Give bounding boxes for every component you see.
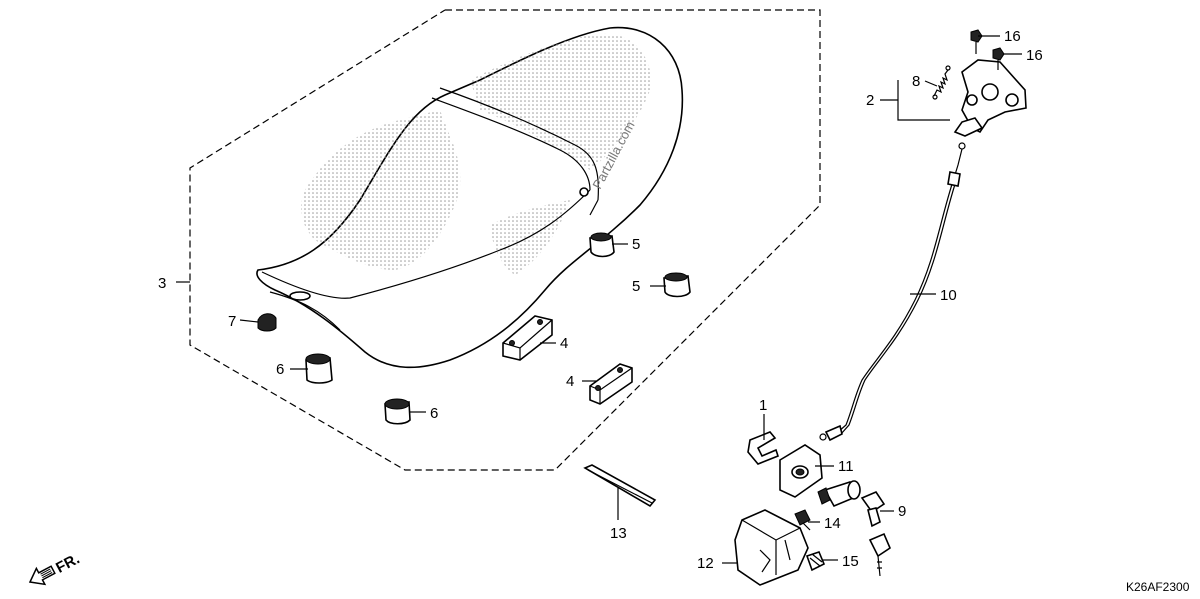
- part-15-nut[interactable]: [805, 551, 826, 572]
- callout-6-lower: 6: [430, 405, 438, 422]
- part-4-block-upper[interactable]: [502, 315, 553, 361]
- front-direction-arrow: FR.: [28, 550, 83, 586]
- part-6-cushion-upper[interactable]: [305, 353, 333, 384]
- callout-3: 3: [158, 275, 166, 292]
- part-6-cushion-lower[interactable]: [384, 398, 411, 425]
- callout-16-lower: 16: [1026, 47, 1043, 64]
- diagram-code: K26AF2300: [1126, 580, 1190, 594]
- part-2-seat-lock-bracket[interactable]: [953, 59, 1027, 137]
- callout-2: 2: [866, 92, 874, 109]
- part-1-clip[interactable]: [747, 431, 779, 465]
- callout-4-upper: 4: [560, 335, 568, 352]
- part-16-bolt-lower[interactable]: [992, 47, 1005, 70]
- seat-assembly-boundary: [189, 9, 821, 471]
- part-5-rubber-lower[interactable]: [663, 272, 691, 298]
- seat-illustration[interactable]: [256, 26, 684, 369]
- part-4-block-lower[interactable]: [589, 363, 633, 405]
- part-10-seat-lock-cable[interactable]: [819, 142, 966, 442]
- part-16-bolt-upper[interactable]: [970, 29, 983, 54]
- callout-15: 15: [842, 553, 859, 570]
- callout-16-upper: 16: [1004, 28, 1021, 45]
- callout-7: 7: [228, 313, 236, 330]
- callout-13: 13: [610, 525, 627, 542]
- callout-4-lower: 4: [566, 373, 574, 390]
- part-7-grommet[interactable]: [257, 313, 277, 332]
- callout-1: 1: [759, 397, 767, 414]
- callout-9: 9: [898, 503, 906, 520]
- part-5-rubber-upper[interactable]: [589, 232, 615, 258]
- part-8-spring[interactable]: [932, 65, 951, 100]
- part-14-bolt[interactable]: [794, 509, 811, 531]
- part-13-strap[interactable]: [583, 464, 657, 508]
- callout-5-upper: 5: [632, 236, 640, 253]
- callout-12: 12: [697, 555, 714, 572]
- callout-5-lower: 5: [632, 278, 640, 295]
- callout-6-upper: 6: [276, 361, 284, 378]
- direction-label: FR.: [53, 550, 82, 576]
- callout-14: 14: [824, 515, 841, 532]
- part-12-lock-cover[interactable]: [734, 509, 809, 586]
- callout-8: 8: [912, 73, 920, 90]
- part-11-lock-plate[interactable]: [779, 444, 823, 498]
- part-9-seat-lock-and-keys[interactable]: [817, 480, 891, 577]
- leader-lines: [176, 35, 1022, 564]
- callout-10: 10: [940, 287, 957, 304]
- callout-11: 11: [838, 458, 854, 475]
